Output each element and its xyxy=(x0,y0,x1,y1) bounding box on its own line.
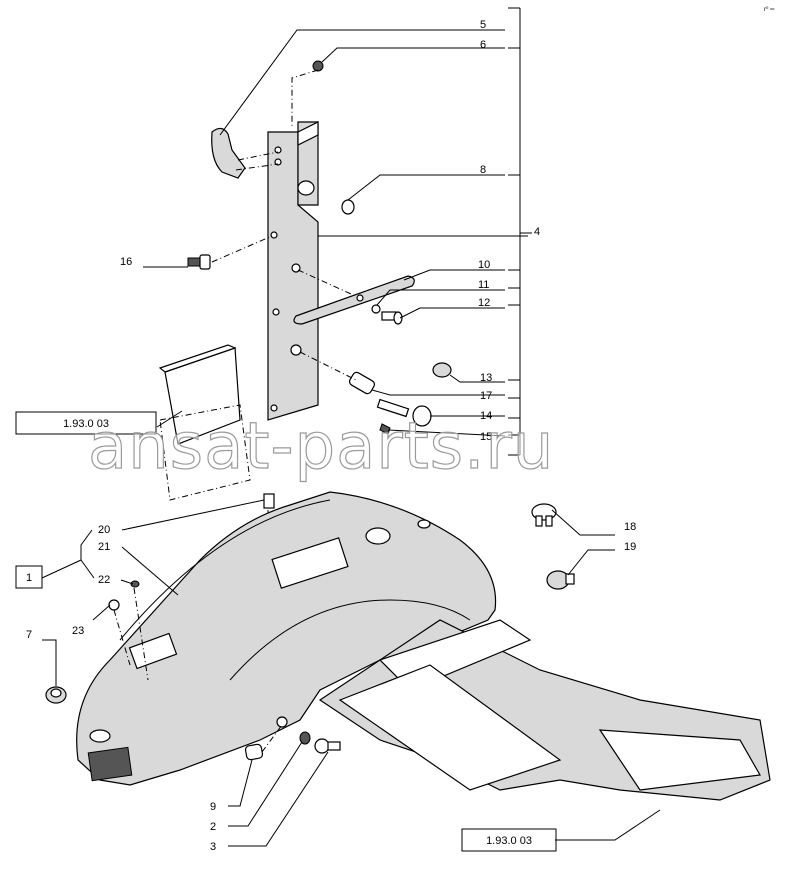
svg-text:1: 1 xyxy=(26,572,32,584)
cap-part-13 xyxy=(432,362,452,378)
bolt-part-3 xyxy=(314,738,341,754)
callout-19: 19 xyxy=(624,541,636,553)
screw-part-15 xyxy=(379,423,391,435)
sleeve-part-9 xyxy=(244,743,264,761)
callout-10: 10 xyxy=(478,259,490,271)
washer-part-11 xyxy=(371,304,381,314)
bolt-part-16 xyxy=(187,254,211,270)
bolt-part-20 xyxy=(263,493,275,509)
callout-11: 11 xyxy=(478,279,489,291)
washer-part-8 xyxy=(341,199,355,215)
step-platform xyxy=(318,619,771,801)
ref-box-top: 1.93.0 03 xyxy=(15,411,157,435)
callout-7: 7 xyxy=(26,629,32,641)
plug-part-19 xyxy=(546,570,575,590)
bolt-part-12 xyxy=(381,311,403,325)
corner-mark: r⁰ ═ xyxy=(764,6,775,13)
group-box-1: 1 xyxy=(15,565,43,589)
callout-14: 14 xyxy=(480,410,492,422)
group-bracket xyxy=(508,7,532,456)
ref-box-bottom: 1.93.0 03 xyxy=(461,828,557,852)
svg-text:1.93.0 03: 1.93.0 03 xyxy=(486,835,532,847)
fender-cover xyxy=(76,491,497,786)
svg-text:1.93.0 03: 1.93.0 03 xyxy=(63,418,109,430)
clip-part xyxy=(211,127,246,179)
callout-6: 6 xyxy=(480,39,486,51)
storage-box xyxy=(158,344,251,501)
grommet-part-7 xyxy=(45,686,67,704)
callout-12: 12 xyxy=(478,297,490,309)
callout-9: 9 xyxy=(210,801,216,813)
callout-21: 21 xyxy=(98,541,110,553)
callout-13: 13 xyxy=(480,372,492,384)
watermark: ansat-parts.ru xyxy=(88,410,554,484)
callout-4: 4 xyxy=(534,226,540,238)
bracket-part-4 xyxy=(267,121,319,421)
sleeve-part-17 xyxy=(348,371,376,395)
callout-3: 3 xyxy=(210,841,216,853)
callout-8: 8 xyxy=(480,164,486,176)
socket-part-14 xyxy=(376,398,432,427)
callout-labels: 5 6 8 4 16 10 11 12 13 17 14 15 18 19 20… xyxy=(26,19,636,853)
callout-22: 22 xyxy=(98,574,110,586)
washer-part-2 xyxy=(299,731,311,745)
callout-16: 16 xyxy=(120,256,132,268)
plug-part-18 xyxy=(531,503,557,527)
clip-part-23 xyxy=(108,599,120,611)
pin-part-22 xyxy=(130,580,140,588)
callout-20: 20 xyxy=(98,524,110,536)
nut-part-6 xyxy=(312,60,324,72)
callout-17: 17 xyxy=(480,390,492,402)
callout-18: 18 xyxy=(624,521,636,533)
callout-2: 2 xyxy=(210,821,216,833)
callout-23: 23 xyxy=(72,625,84,637)
leader-lines xyxy=(41,29,661,847)
callout-15: 15 xyxy=(480,431,492,443)
callout-5: 5 xyxy=(480,19,486,31)
